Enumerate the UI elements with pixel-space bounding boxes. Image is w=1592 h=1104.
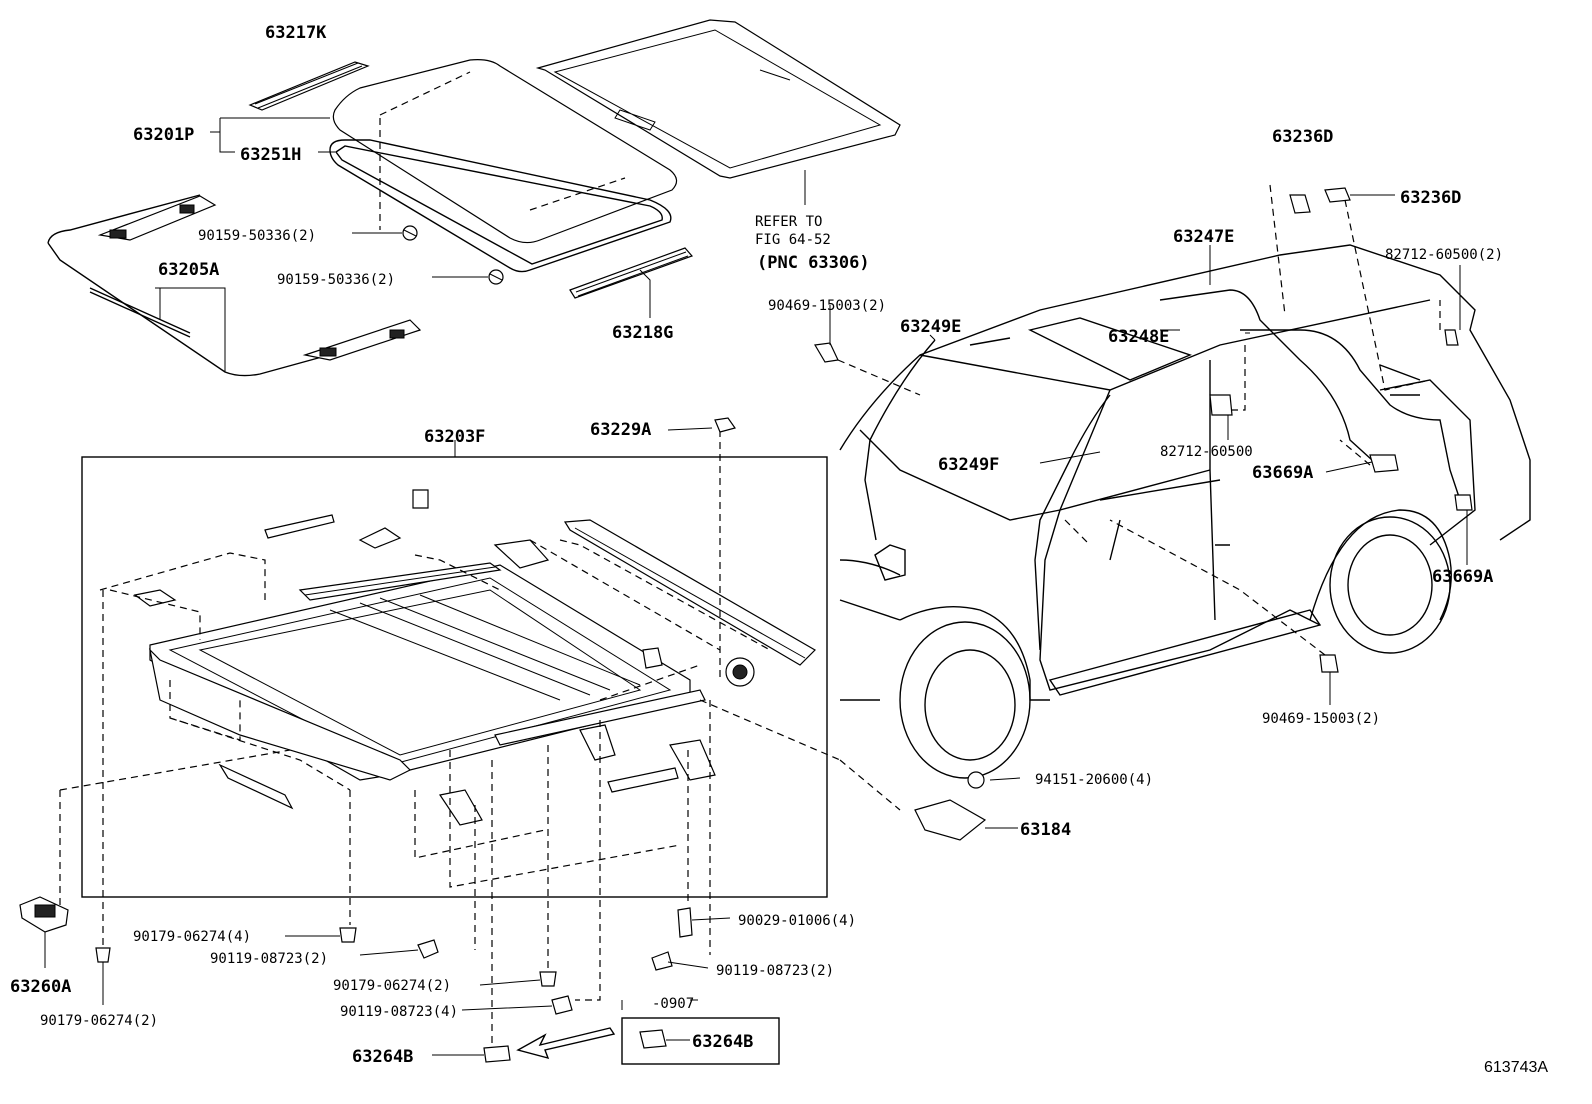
fasteners-bottom [95,907,731,1063]
callout-90159-lower: 90159-50336(2) [277,272,395,288]
vehicle-body [839,244,1531,701]
leader-lines-top [155,117,806,372]
vehicle-mirror [874,544,906,581]
callout-63218g: 63218G [612,323,673,343]
part-63218g-deflector [569,247,694,299]
bolt-90159-lower [488,269,504,285]
inset-box-63264b [621,999,780,1065]
callout-63251h: 63251H [240,145,301,165]
part-63251h-glass-seal [329,139,672,273]
callout-82712-60500-2: 82712-60500(2) [1385,247,1503,263]
callout-63248e: 63248E [1108,327,1169,347]
callout-90179-a: 90179-06274(4) [133,929,251,945]
callout-63205a: 63205A [158,260,219,280]
refer-to-line2: FIG 64-52 [755,232,831,248]
callout-63249f: 63249F [938,455,999,475]
housing-dashed-leaders [59,430,901,1050]
callout-63669a-mid: 63669A [1252,463,1313,483]
callout-63247e: 63247E [1173,227,1234,247]
callout-63201p: 63201P [133,125,194,145]
vehicle-leader-lines [829,194,1468,829]
date-range-label: -0907 [652,996,694,1012]
callout-63236d-top: 63236D [1272,127,1333,147]
callout-63236d-right: 63236D [1400,188,1461,208]
vehicle-wheels [899,516,1451,779]
callout-63669a-right: 63669A [1432,567,1493,587]
callout-90119-a: 90119-08723(2) [210,951,328,967]
callout-63217k: 63217K [265,23,327,43]
callout-94151: 94151-20600(4) [1035,772,1153,788]
part-63217k-weatherstrip [248,61,370,111]
vehicle-clips [814,187,1473,841]
bolt-90159-upper [402,225,418,241]
refer-to-line3: (PNC 63306) [757,253,870,273]
callout-63249e: 63249E [900,317,961,337]
figure-number: 613743A [1484,1059,1548,1076]
part-63205a-drain-frame [47,194,422,377]
callout-90179-b: 90179-06274(2) [333,978,451,994]
callout-63184: 63184 [1020,820,1071,840]
callout-90029: 90029-01006(4) [738,913,856,929]
housing-assembly-box [81,440,828,898]
callout-90159-upper: 90159-50336(2) [198,228,316,244]
refer-to-line1: REFER TO [755,214,822,230]
part-63201p-sunroof-glass [332,59,678,244]
callout-63229a: 63229A [590,420,651,440]
callout-90469-lower: 90469-15003(2) [1262,711,1380,727]
callout-82712-60500: 82712-60500 [1160,444,1253,460]
callout-90119-b: 90119-08723(4) [340,1004,458,1020]
callout-63264b-main: 63264B [352,1047,413,1067]
vehicle-dashed-leaders [837,184,1441,656]
part-63229a-clip [667,417,736,433]
part-sunshade-panel [535,19,901,179]
callout-90119-c: 90119-08723(2) [716,963,834,979]
drain-hoses [864,289,1461,651]
part-63260a-motor [19,896,69,968]
callout-63260a: 63260A [10,977,71,997]
callout-63203f: 63203F [424,427,485,447]
callout-63264b-inset: 63264B [692,1032,753,1052]
callout-90469-upper: 90469-15003(2) [768,298,886,314]
callout-90179-c: 90179-06274(2) [40,1013,158,1029]
part-63203f-housing [149,519,816,781]
